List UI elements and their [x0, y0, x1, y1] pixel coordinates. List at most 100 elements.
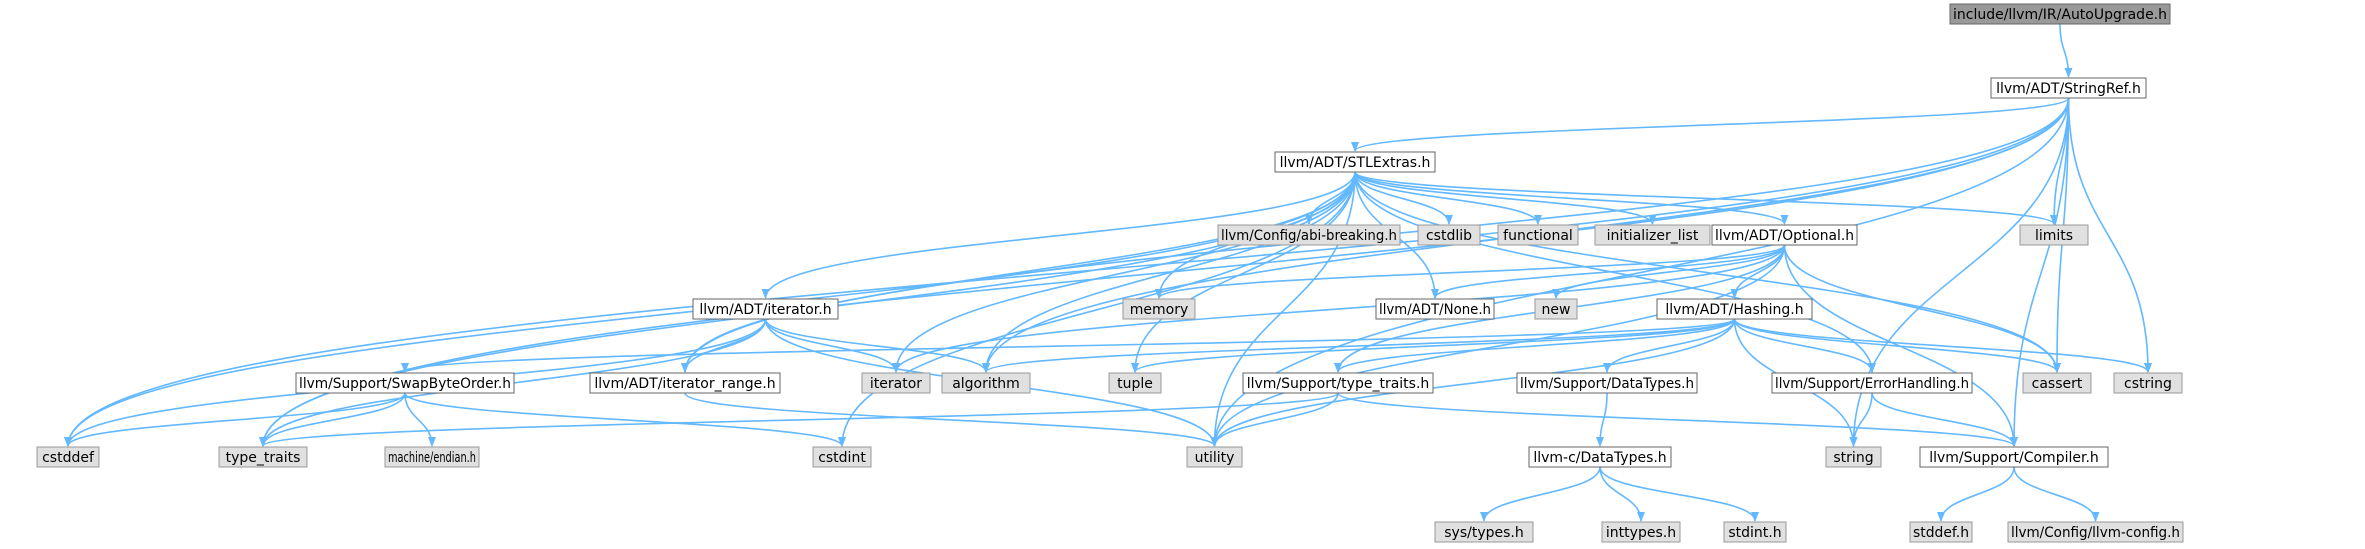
node-stlextras[interactable]: llvm/ADT/STLExtras.h [1274, 151, 1436, 173]
node-iteratorh[interactable]: llvm/ADT/iterator.h [692, 298, 839, 320]
node-label: llvm/Support/DataTypes.h [1520, 376, 1694, 392]
node-label: cstddef [42, 450, 95, 466]
node-inttypes: inttypes.h [1601, 521, 1681, 543]
node-box [941, 372, 1031, 394]
node-cstdlib: cstdlib [1417, 224, 1481, 246]
node-label: llvm/ADT/Optional.h [1715, 228, 1854, 244]
node-label: initializer_list [1607, 228, 1699, 244]
node-autoupgrade[interactable]: include/llvm/IR/AutoUpgrade.h [1949, 3, 2171, 25]
edge-iterrange-to-utility [684, 392, 1219, 447]
node-iterrange[interactable]: llvm/ADT/iterator_range.h [589, 372, 781, 394]
node-label: llvm/ADT/iterator.h [699, 302, 831, 318]
node-label: iterator [870, 376, 922, 392]
node-box [2007, 521, 2184, 543]
node-box [812, 446, 872, 468]
node-label: stdint.h [1728, 525, 1781, 541]
node-label: llvm/ADT/None.h [1379, 302, 1491, 318]
node-label: llvm/ADT/STLExtras.h [1280, 155, 1431, 171]
edge-hashing-to-errorhandling [1733, 318, 1876, 373]
edge-optional-to-utility [1210, 244, 1786, 447]
node-box [1434, 521, 1534, 543]
node-label: inttypes.h [1606, 525, 1676, 541]
node-label: functional [1503, 228, 1573, 244]
node-box [1122, 298, 1196, 320]
node-box [1534, 298, 1578, 320]
node-errorhandling[interactable]: llvm/Support/ErrorHandling.h [1771, 372, 1973, 394]
node-box [1990, 77, 2147, 99]
node-cstdint: cstdint [812, 446, 872, 468]
node-box [692, 298, 839, 320]
node-optional[interactable]: llvm/ADT/Optional.h [1711, 224, 1858, 246]
node-stdint: stdint.h [1723, 521, 1787, 543]
node-algorithm: algorithm [941, 372, 1031, 394]
node-box [2113, 372, 2183, 394]
edge-iteratorh-to-iterator [764, 318, 900, 373]
node-box [861, 372, 931, 394]
edge-optional-to-noneh [1431, 244, 1786, 299]
node-abibreak: llvm/Config/abi-breaking.h [1217, 224, 1401, 246]
edge-autoupgrade-to-stringref [2059, 23, 2073, 78]
node-limits: limits [2019, 224, 2089, 246]
node-layer: include/llvm/IR/AutoUpgrade.h llvm/ADT/St… [36, 3, 2184, 543]
edge-hashing-to-cstring [1733, 318, 2152, 373]
node-box [384, 446, 480, 468]
node-label: machine/endian.h [388, 450, 476, 466]
edge-swapbyte-to-type_traits [259, 392, 406, 447]
edge-cdatatypes-to-systypes [1480, 466, 1601, 522]
node-compiler[interactable]: llvm/Support/Compiler.h [1919, 446, 2109, 468]
edge-stlextras-to-functional [1354, 171, 1542, 225]
edge-datatypes-to-cdatatypes [1596, 392, 1608, 447]
node-label: sys/types.h [1444, 525, 1523, 541]
node-stringref[interactable]: llvm/ADT/StringRef.h [1990, 77, 2147, 99]
edge-swapbyte-to-cstddef [64, 392, 406, 447]
node-label: cstring [2124, 376, 2172, 392]
edge-compiler-to-llvmconfig [2013, 466, 2100, 522]
edge-stringref-to-stlextras [1351, 97, 2070, 152]
node-cassert: cassert [2022, 372, 2092, 394]
node-cdatatypes[interactable]: llvm-c/DataTypes.h [1528, 446, 1672, 468]
edge-stlextras-to-initlist [1354, 171, 1657, 225]
node-hashing[interactable]: llvm/ADT/Hashing.h [1656, 298, 1813, 320]
node-label: llvm/Config/llvm-config.h [2011, 525, 2180, 541]
edge-stlextras-to-tuple [1131, 171, 1356, 373]
edge-stlextras-to-cstdint [838, 171, 1356, 447]
node-label: string [1833, 450, 1873, 466]
node-box [1528, 446, 1672, 468]
node-box [1186, 446, 1243, 468]
node-string: string [1825, 446, 1882, 468]
edge-errorhandling-to-string [1849, 392, 1873, 447]
node-box [1825, 446, 1882, 468]
edge-optional-to-new [1552, 244, 1786, 299]
node-endian: machine/endian.h [384, 446, 480, 468]
edge-hashing-to-cassert [1733, 318, 2061, 373]
edge-hashing-to-swapbyte [401, 318, 1736, 373]
node-memory: memory [1122, 298, 1196, 320]
edge-stringref-to-cstring [2067, 97, 2152, 373]
node-new: new [1534, 298, 1578, 320]
edge-stringref-to-utility [1210, 97, 2070, 447]
edge-stlextras-to-optional [1354, 171, 1789, 225]
node-typetraitsh[interactable]: llvm/Support/type_traits.h [1242, 372, 1434, 394]
node-functional: functional [1497, 224, 1579, 246]
edge-hashing-to-algorithm [982, 318, 1736, 373]
edge-swapbyte-to-endian [404, 392, 436, 447]
edge-swapbyte-to-cstdint [404, 392, 846, 447]
node-datatypes[interactable]: llvm/Support/DataTypes.h [1516, 372, 1698, 394]
node-stddef: stddef.h [1909, 521, 1973, 543]
node-llvmconfig: llvm/Config/llvm-config.h [2007, 521, 2184, 543]
node-box [1217, 224, 1401, 246]
edge-layer [64, 23, 2152, 522]
node-noneh[interactable]: llvm/ADT/None.h [1375, 298, 1495, 320]
edge-stlextras-to-iteratorh [761, 171, 1356, 299]
node-tuple: tuple [1108, 372, 1162, 394]
edge-typetraitsh-to-utility [1210, 392, 1339, 447]
node-label: llvm/ADT/iterator_range.h [594, 376, 775, 392]
node-cstddef: cstddef [36, 446, 100, 468]
node-swapbyte[interactable]: llvm/Support/SwapByteOrder.h [295, 372, 515, 394]
node-label: include/llvm/IR/AutoUpgrade.h [1953, 7, 2167, 23]
node-box [1909, 521, 1973, 543]
edge-hashing-to-tuple [1131, 318, 1736, 373]
node-box [1949, 3, 2171, 25]
edge-iteratorh-to-iterrange [681, 318, 767, 373]
